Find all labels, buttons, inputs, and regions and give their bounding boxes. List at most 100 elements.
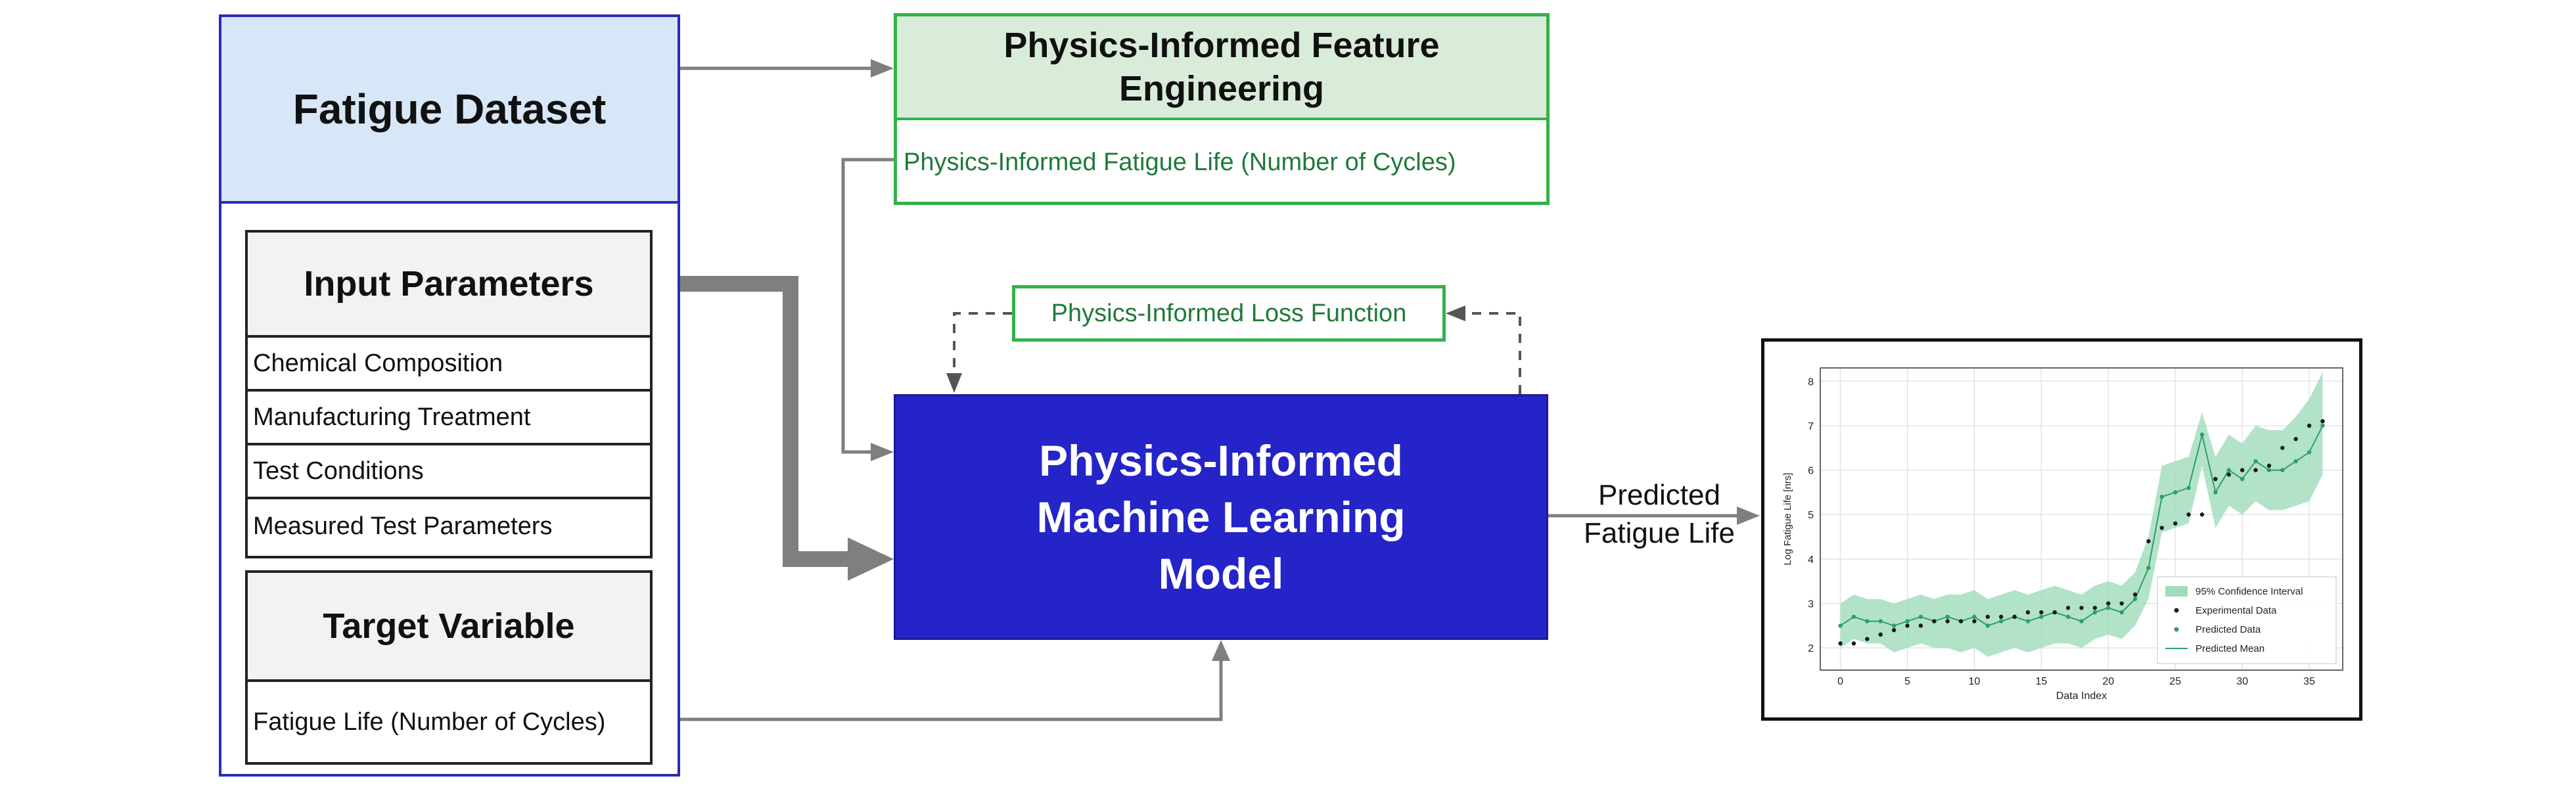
experimental-point xyxy=(2199,512,2205,517)
predicted-point xyxy=(1878,619,1883,623)
experimental-point xyxy=(2106,601,2111,606)
experimental-point xyxy=(2213,476,2218,482)
predicted-point xyxy=(2065,614,2071,620)
input-parameters-title: Input Parameters xyxy=(248,233,650,338)
experimental-point xyxy=(1972,619,1977,623)
predicted-point xyxy=(1891,623,1897,628)
arrow-target-to-model xyxy=(653,640,1230,721)
experimental-point xyxy=(2092,606,2098,610)
predicted-point xyxy=(2320,423,2325,428)
predicted-point xyxy=(1865,619,1870,623)
predicted-point xyxy=(2159,494,2165,499)
experimental-point xyxy=(2173,521,2178,526)
arrow-inputs-to-model xyxy=(653,276,894,581)
loss-function-box: Physics-Informed Loss Function xyxy=(1012,285,1446,342)
y-tick-label: 6 xyxy=(1808,466,1814,477)
experimental-point xyxy=(1865,637,1870,641)
input-item-manufacturing-treatment: Manufacturing Treatment xyxy=(248,392,650,445)
x-tick-label: 35 xyxy=(2303,676,2315,687)
x-tick-label: 0 xyxy=(1837,676,1843,687)
predicted-point xyxy=(1918,614,1923,620)
y-axis-label: Log Fatigue Life [nrs] xyxy=(1782,473,1793,566)
predicted-fatigue-life-label: Predicted Fatigue Life xyxy=(1557,472,1761,557)
legend-swatch-band xyxy=(2165,586,2188,597)
experimental-point xyxy=(1838,641,1843,646)
experimental-point xyxy=(1905,623,1910,628)
predicted-point xyxy=(2025,619,2031,623)
predicted-point xyxy=(2199,432,2205,437)
experimental-point xyxy=(2320,418,2325,424)
feature-engineering-title: Physics-Informed Feature Engineering xyxy=(897,16,1546,120)
predicted-point xyxy=(2092,610,2098,615)
predicted-point xyxy=(1905,619,1910,623)
predicted-point xyxy=(2146,566,2151,570)
experimental-point xyxy=(1918,623,1923,628)
experimental-point xyxy=(2052,610,2057,615)
experimental-point xyxy=(2079,606,2084,610)
input-item-test-conditions: Test Conditions xyxy=(248,445,650,499)
legend-label: Predicted Data xyxy=(2196,624,2261,635)
predicted-point xyxy=(2226,468,2231,472)
experimental-point xyxy=(2039,610,2044,615)
feature-engineering-item: Physics-Informed Fatigue Life (Number of… xyxy=(904,148,1456,176)
input-item-measured-test-parameters: Measured Test Parameters xyxy=(253,512,553,540)
predicted-point xyxy=(2132,597,2138,601)
predicted-point xyxy=(2039,614,2044,620)
x-tick-label: 15 xyxy=(2035,676,2047,687)
experimental-point xyxy=(1878,632,1883,637)
arrow-model-to-plot xyxy=(1548,507,1760,525)
predicted-point xyxy=(1972,614,1977,620)
x-tick-label: 10 xyxy=(1969,676,1981,687)
experimental-point xyxy=(2065,606,2071,610)
experimental-point xyxy=(2012,614,2017,620)
x-axis-label: Data Index xyxy=(2056,690,2107,702)
target-variable-group: Target Variable Fatigue Life (Number of … xyxy=(245,570,653,765)
experimental-point xyxy=(2253,468,2258,472)
predicted-point xyxy=(2186,486,2191,490)
arrow-feature-to-model xyxy=(841,158,894,461)
ml-model-title: Physics-Informed Machine Learning Model xyxy=(1036,436,1406,598)
experimental-point xyxy=(2146,539,2151,544)
y-tick-label: 5 xyxy=(1808,510,1814,521)
predicted-point xyxy=(2266,468,2272,472)
fatigue-dataset-title: Fatigue Dataset xyxy=(221,17,678,204)
x-tick-label: 25 xyxy=(2169,676,2181,687)
experimental-point xyxy=(2266,463,2272,468)
predicted-point xyxy=(2280,468,2285,472)
x-tick-label: 5 xyxy=(1904,676,1910,687)
predicted-point xyxy=(2213,490,2218,495)
target-item-fatigue-life: Fatigue Life (Number of Cycles) xyxy=(253,708,606,736)
experimental-point xyxy=(1891,627,1897,633)
predicted-point xyxy=(1985,623,1990,628)
experimental-point xyxy=(2240,468,2245,472)
experimental-point xyxy=(2119,601,2124,606)
experimental-point xyxy=(2307,423,2312,428)
predicted-point xyxy=(2253,459,2258,464)
y-tick-label: 2 xyxy=(1808,643,1814,654)
legend-swatch-predicted xyxy=(2174,627,2179,632)
experimental-point xyxy=(2293,437,2298,441)
predicted-point xyxy=(1945,614,1950,620)
dashed-loss-left xyxy=(946,312,1012,393)
legend-label: Experimental Data xyxy=(2196,605,2277,616)
experimental-point xyxy=(2132,592,2138,597)
experimental-point xyxy=(1998,614,2004,620)
confidence-band xyxy=(1840,372,2323,657)
experimental-point xyxy=(1932,619,1937,623)
experimental-point xyxy=(2226,472,2231,477)
experimental-point xyxy=(2280,445,2285,450)
experimental-point xyxy=(1851,641,1856,646)
input-parameters-group: Input Parameters Chemical Composition Ma… xyxy=(245,230,653,558)
dashed-loss-right xyxy=(1446,305,1521,394)
experimental-point xyxy=(1958,619,1964,623)
predicted-point xyxy=(2119,610,2124,615)
predicted-point xyxy=(1838,623,1843,628)
predicted-point xyxy=(2106,606,2111,610)
predicted-point xyxy=(1998,619,2004,623)
experimental-point xyxy=(2025,610,2031,615)
target-variable-title: Target Variable xyxy=(248,573,650,682)
predicted-point xyxy=(2173,490,2178,495)
predicted-fatigue-life-text: Predicted Fatigue Life xyxy=(1584,479,1735,549)
